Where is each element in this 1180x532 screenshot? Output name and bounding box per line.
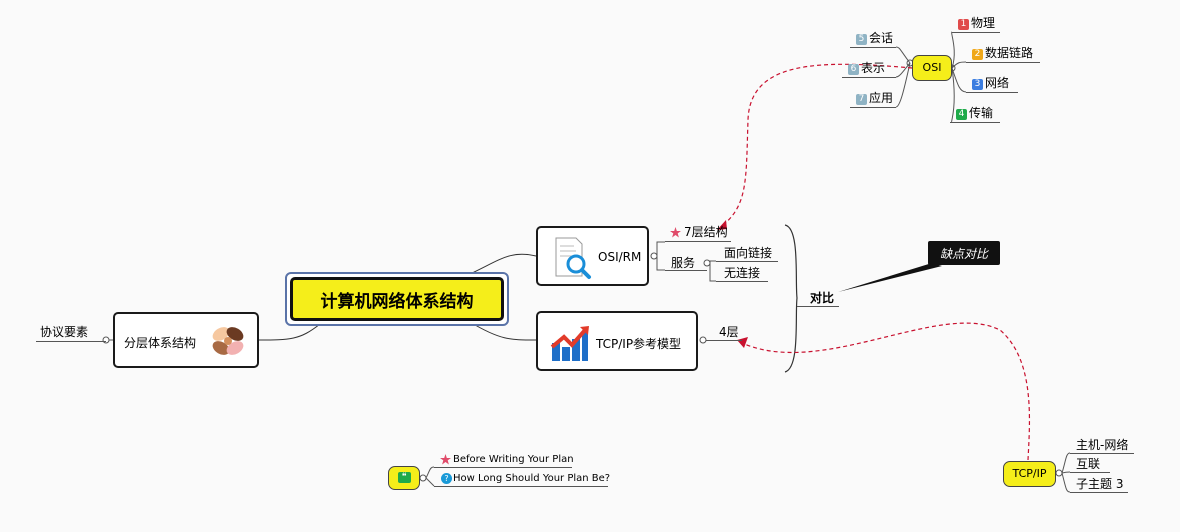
service-branch-dot — [703, 259, 711, 267]
service-label[interactable]: 服务 — [671, 256, 696, 270]
edge-central-tcpip — [469, 321, 537, 341]
central-topic-title: 计算机网络体系结构 — [320, 291, 474, 312]
document-search-icon — [555, 237, 591, 279]
tcpip-model-label: TCP/IP参考模型 — [596, 337, 682, 351]
osi-node[interactable]: OSI — [912, 55, 952, 81]
compare-brace — [784, 224, 798, 373]
hands-icon — [212, 327, 244, 355]
relation-osi-arrow — [717, 220, 727, 230]
number-3-icon: 3 — [972, 79, 983, 90]
osirm-branch-dot — [650, 252, 658, 260]
edge-central-layered — [257, 323, 321, 341]
tcpip-child-2[interactable]: 互联 — [1076, 457, 1101, 471]
number-1-icon: 1 — [958, 19, 969, 30]
relation-osi-7layers — [721, 63, 913, 227]
star-icon — [670, 227, 681, 238]
tcpip-child-3[interactable]: 子主题 3 — [1076, 477, 1124, 491]
osirm-node[interactable]: OSI/RM — [536, 226, 649, 286]
central-topic-frame[interactable]: 计算机网络体系结构 — [285, 272, 509, 326]
tcpip-node[interactable]: TCP/IP — [1003, 461, 1056, 487]
layered-node-label: 分层体系结构 — [124, 336, 197, 350]
relation-tcpip-4layers — [739, 322, 1031, 461]
tcpip-model-node[interactable]: TCP/IP参考模型 — [536, 311, 698, 371]
four-layers-label[interactable]: 4层 — [719, 325, 739, 339]
osirm-node-label: OSI/RM — [598, 250, 642, 264]
callout-pointer — [838, 263, 942, 292]
number-7-icon: 7 — [856, 94, 867, 105]
osi-node-label: OSI — [922, 61, 942, 74]
connectionless-label[interactable]: 无连接 — [724, 266, 761, 280]
note-item-1[interactable]: Before Writing Your Plan — [453, 454, 574, 465]
number-2-icon: 2 — [972, 49, 983, 60]
connection-oriented-label[interactable]: 面向链接 — [724, 246, 773, 260]
compare-label[interactable]: 对比 — [810, 291, 835, 305]
seven-layers-label[interactable]: 7层结构 — [684, 225, 728, 239]
star-icon — [440, 454, 451, 465]
weakness-callout[interactable]: 缺点对比 — [928, 241, 1000, 265]
tcpip-node-label: TCP/IP — [1012, 467, 1047, 480]
weakness-callout-label: 缺点对比 — [939, 246, 988, 261]
number-4-icon: 4 — [956, 109, 967, 120]
quote-node[interactable]: ❝ — [388, 466, 420, 490]
note-item-2[interactable]: How Long Should Your Plan Be? — [453, 473, 611, 484]
relation-tcpip-arrow — [737, 337, 748, 348]
question-icon: ? — [441, 473, 452, 484]
number-6-icon: 6 — [848, 64, 859, 75]
tcpip-child-1[interactable]: 主机-网络 — [1076, 438, 1129, 452]
quote-icon: ❝ — [397, 472, 411, 483]
protocol-underline — [36, 341, 106, 342]
number-5-icon: 5 — [856, 34, 867, 45]
trend-chart-icon — [550, 326, 589, 361]
central-topic[interactable]: 计算机网络体系结构 — [290, 277, 504, 321]
layered-node[interactable]: 分层体系结构 — [113, 312, 259, 368]
edge-central-osirm — [469, 253, 537, 275]
protocol-label[interactable]: 协议要素 — [40, 325, 89, 339]
